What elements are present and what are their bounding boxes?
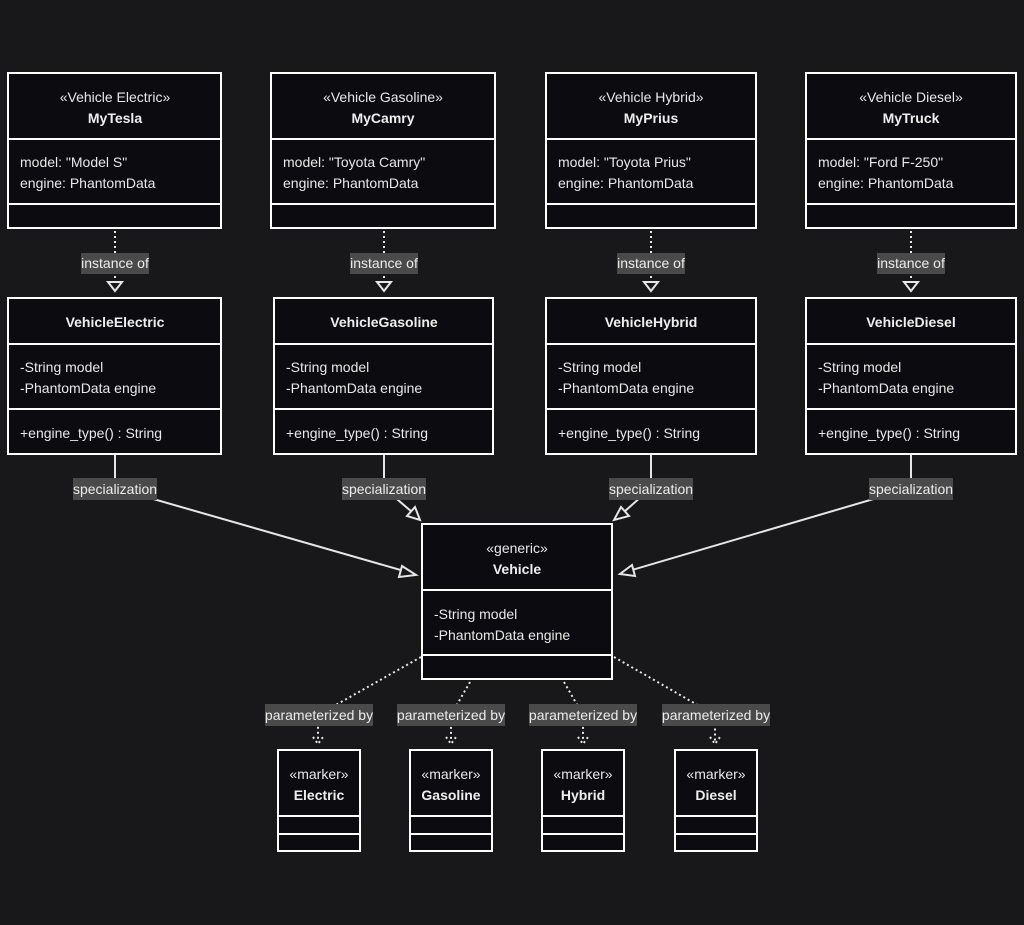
marker-name: Hybrid [561, 787, 605, 803]
object-name: MyTruck [883, 110, 940, 126]
class-stereotype: «generic» [486, 540, 548, 556]
object-stereotype: «Vehicle Electric» [60, 89, 171, 105]
class-name: VehicleDiesel [866, 314, 956, 330]
object-attribute: engine: PhantomData [20, 175, 156, 191]
edge-label-parameterized-by: parameterized by [662, 707, 770, 723]
class-method: +engine_type() : String [558, 425, 700, 441]
class-attribute: -PhantomData engine [434, 627, 570, 643]
class-attribute: -String model [286, 359, 369, 375]
class-attribute: -PhantomData engine [286, 380, 422, 396]
class-vehiclehybrid[interactable]: VehicleHybrid -String model -PhantomData… [545, 297, 757, 455]
class-method: +engine_type() : String [286, 425, 428, 441]
object-mycamry[interactable]: «Vehicle Gasoline» MyCamry model: "Toyot… [270, 72, 496, 229]
edge-label-specialization: specialization [609, 481, 693, 497]
object-attribute: engine: PhantomData [558, 175, 694, 191]
generalization-arrowhead [612, 505, 631, 522]
object-name: MyCamry [351, 110, 414, 126]
object-name: MyTesla [88, 110, 142, 126]
edge-label-instance-of: instance of [81, 255, 149, 271]
class-name: Vehicle [493, 561, 541, 577]
object-mytesla[interactable]: «Vehicle Electric» MyTesla model: "Model… [7, 72, 222, 229]
edge-parameterized-electric: parameterized by [265, 656, 422, 746]
edge-label-parameterized-by: parameterized by [397, 707, 505, 723]
edge-specialization-gasoline: specialization [342, 455, 426, 522]
class-attribute: -String model [20, 359, 103, 375]
edge-label-parameterized-by: parameterized by [529, 707, 637, 723]
object-stereotype: «Vehicle Gasoline» [323, 89, 443, 105]
class-attribute: -PhantomData engine [20, 380, 156, 396]
edge-specialization-diesel: specialization [617, 455, 953, 578]
marker-gasoline[interactable]: «marker» Gasoline [409, 749, 493, 852]
class-name: VehicleGasoline [330, 314, 438, 330]
class-attribute: -PhantomData engine [818, 380, 954, 396]
marker-name: Diesel [695, 787, 736, 803]
object-attribute: engine: PhantomData [818, 175, 954, 191]
class-attribute: -String model [434, 606, 517, 622]
class-attribute: -String model [558, 359, 641, 375]
edge-label-specialization: specialization [869, 481, 953, 497]
class-name: VehicleElectric [66, 314, 165, 330]
marker-stereotype: «marker» [421, 766, 480, 782]
object-myprius[interactable]: «Vehicle Hybrid» MyPrius model: "Toyota … [545, 72, 757, 229]
edge-instance-of-myprius: instance of [617, 231, 685, 293]
edge-specialization-hybrid: specialization [609, 455, 693, 522]
generalization-arrowhead [405, 505, 422, 522]
generalization-arrowhead [397, 564, 419, 579]
realization-arrowhead [641, 281, 661, 293]
class-attribute: -PhantomData engine [558, 380, 694, 396]
object-name: MyPrius [624, 110, 679, 126]
edge-label-specialization: specialization [342, 481, 426, 497]
marker-stereotype: «marker» [289, 766, 348, 782]
object-attribute: engine: PhantomData [283, 175, 419, 191]
class-vehicleelectric[interactable]: VehicleElectric -String model -PhantomDa… [7, 297, 222, 455]
marker-hybrid[interactable]: «marker» Hybrid [541, 749, 625, 852]
class-method: +engine_type() : String [20, 425, 162, 441]
object-attribute: model: "Ford F-250" [818, 154, 943, 170]
object-mytruck[interactable]: «Vehicle Diesel» MyTruck model: "Ford F-… [805, 72, 1017, 229]
marker-name: Gasoline [421, 787, 480, 803]
object-stereotype: «Vehicle Hybrid» [598, 89, 703, 105]
realization-arrowhead [374, 281, 394, 293]
class-vehicle-generic[interactable]: «generic» Vehicle -String model -Phantom… [421, 523, 613, 680]
object-attribute: model: "Toyota Camry" [283, 154, 425, 170]
object-attribute: model: "Toyota Prius" [558, 154, 691, 170]
marker-stereotype: «marker» [553, 766, 612, 782]
marker-diesel[interactable]: «marker» Diesel [674, 749, 758, 852]
marker-name: Electric [294, 787, 345, 803]
edge-specialization-electric: specialization [73, 455, 419, 579]
marker-electric[interactable]: «marker» Electric [277, 749, 361, 852]
class-vehiclegasoline[interactable]: VehicleGasoline -String model -PhantomDa… [273, 297, 494, 455]
object-stereotype: «Vehicle Diesel» [859, 89, 963, 105]
edge-parameterized-hybrid: parameterized by [529, 681, 637, 746]
edge-label-parameterized-by: parameterized by [265, 707, 373, 723]
edge-parameterized-diesel: parameterized by [613, 656, 770, 746]
edge-parameterized-gasoline: parameterized by [397, 681, 505, 746]
edge-label-instance-of: instance of [617, 255, 685, 271]
edge-instance-of-mytesla: instance of [81, 231, 149, 293]
class-method: +engine_type() : String [818, 425, 960, 441]
class-attribute: -String model [818, 359, 901, 375]
edge-label-instance-of: instance of [350, 255, 418, 271]
marker-stereotype: «marker» [686, 766, 745, 782]
edge-label-specialization: specialization [73, 481, 157, 497]
object-attribute: model: "Model S" [20, 154, 127, 170]
realization-arrowhead [105, 281, 125, 293]
class-vehiclediesel[interactable]: VehicleDiesel -String model -PhantomData… [805, 297, 1017, 455]
edge-instance-of-mycamry: instance of [350, 231, 418, 293]
edge-label-instance-of: instance of [877, 255, 945, 271]
realization-arrowhead [901, 281, 921, 293]
edge-instance-of-mytruck: instance of [877, 231, 945, 293]
class-name: VehicleHybrid [605, 314, 698, 330]
generalization-arrowhead [617, 563, 637, 578]
